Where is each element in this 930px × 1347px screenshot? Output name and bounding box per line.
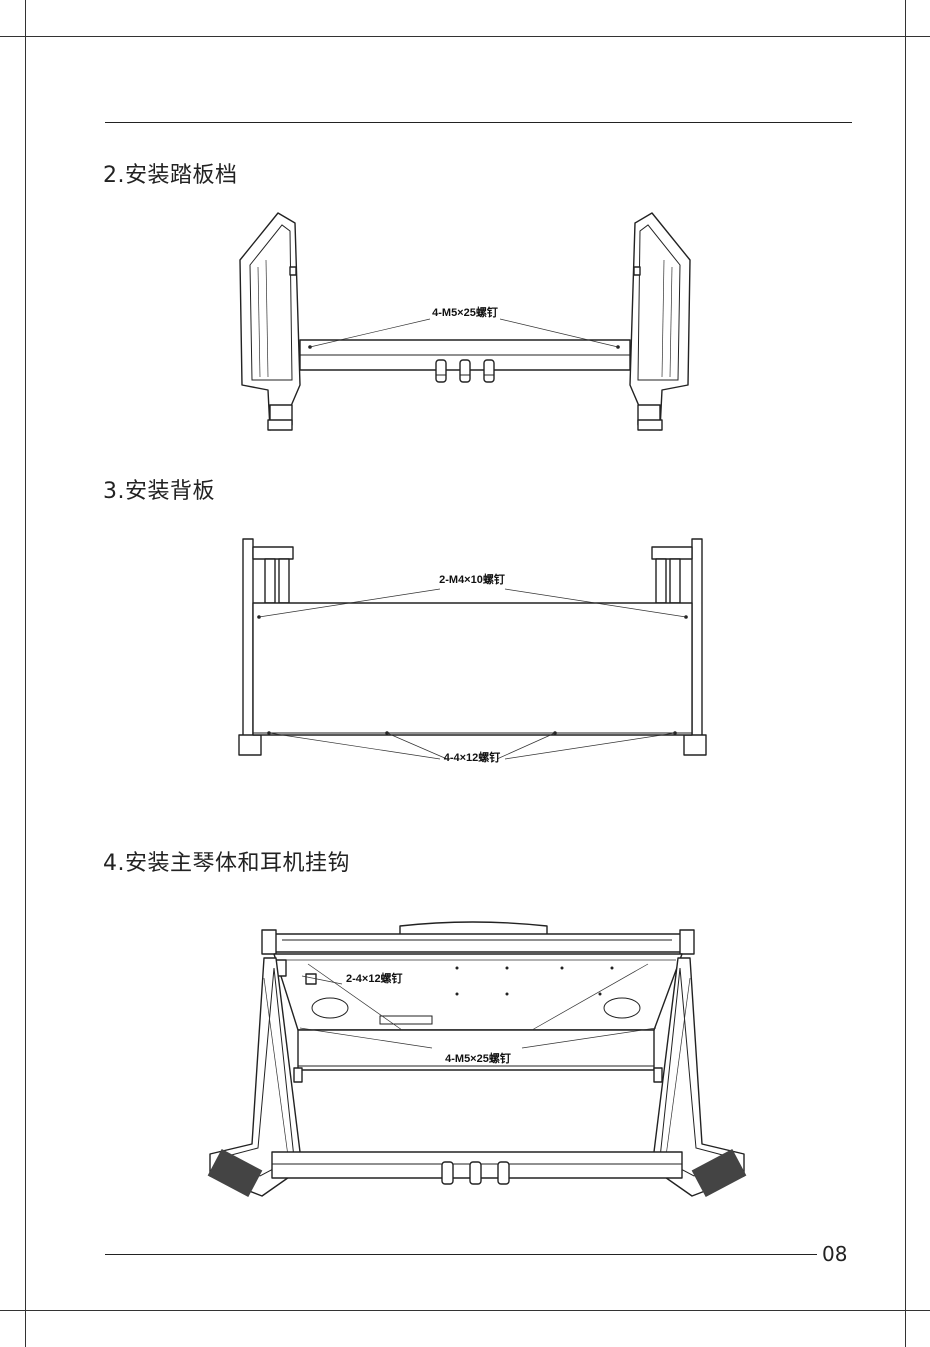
- crop-mark: [0, 1310, 28, 1311]
- header-rule: [105, 122, 852, 123]
- crop-mark: [902, 1310, 930, 1311]
- crop-mark: [25, 0, 26, 38]
- page-border-top: [25, 36, 906, 37]
- page-border-right: [905, 36, 906, 1310]
- crop-mark: [902, 36, 930, 37]
- crop-mark: [0, 36, 28, 37]
- step3-bottom-screw-callout: 4-4×12螺钉: [444, 750, 501, 764]
- back-panel-figure: 2-M4×10螺钉 4-4×12螺钉: [238, 538, 707, 764]
- crop-mark: [25, 1309, 26, 1347]
- footer-rule: [105, 1254, 817, 1255]
- page-border-left: [25, 36, 26, 1310]
- page-border-bottom: [25, 1310, 906, 1311]
- step2-screw-callout: 4-M5×25螺钉: [432, 305, 498, 319]
- main-body-figure: 2-4×12螺钉 4-M5×25螺钉: [207, 921, 747, 1198]
- step4-heading: 4.安装主琴体和耳机挂钩: [103, 851, 350, 876]
- crop-mark: [905, 1309, 906, 1347]
- pedal-board-figure: 4-M5×25螺钉: [239, 212, 691, 431]
- step4-hook-screw-callout: 2-4×12螺钉: [346, 971, 403, 985]
- crop-mark: [905, 0, 906, 38]
- step3-top-screw-callout: 2-M4×10螺钉: [439, 572, 505, 586]
- step3-heading: 3.安装背板: [103, 479, 215, 504]
- step4-body-screw-callout: 4-M5×25螺钉: [445, 1051, 511, 1065]
- step2-heading: 2.安装踏板档: [103, 163, 238, 188]
- page-number: 08: [822, 1242, 848, 1266]
